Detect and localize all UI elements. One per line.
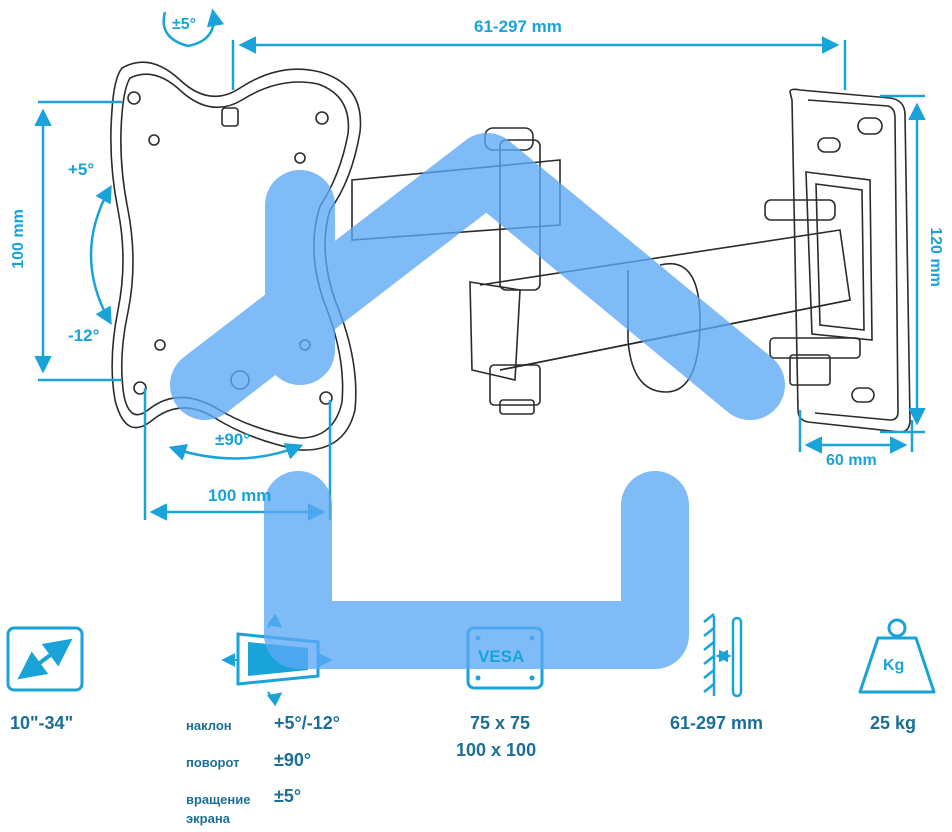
tilt-spec-label: наклон: [186, 718, 232, 733]
home-icon: [170, 133, 785, 669]
wall-distance-icon: [703, 613, 743, 698]
dimension-lines: [34, 8, 926, 521]
wall-plate-width-label: 60 mm: [826, 452, 877, 469]
weight-icon: [858, 618, 936, 694]
bottom-width-label: 100 mm: [208, 486, 272, 505]
rotation-spec-label-1: вращение: [186, 792, 251, 807]
top-width-label: 61-297 mm: [474, 17, 562, 36]
swivel-spec-label: поворот: [186, 755, 240, 770]
wall-plate: [789, 88, 911, 433]
rotation-spec-label-2: экрана: [186, 811, 230, 826]
tilt-down-label: -12°: [68, 326, 100, 345]
left-height-label: 100 mm: [10, 209, 27, 269]
tilt-up-label: +5°: [68, 160, 95, 179]
weight-badge-text: Kg: [883, 657, 905, 674]
rotation-dimension-label: ±5°: [172, 16, 197, 33]
swivel-spec-value: ±90°: [274, 750, 312, 770]
distance-value: 61-297 mm: [670, 713, 764, 733]
screen-size-value: 10"-34": [10, 713, 74, 733]
rotation-spec-value: ±5°: [274, 786, 302, 806]
tilt-spec-value: +5°/-12°: [274, 713, 340, 733]
wall-plate-height-label: 120 mm: [927, 227, 944, 287]
load-value: 25 kg: [870, 713, 917, 733]
diagonal-arrow-icon: [6, 626, 84, 692]
swivel-label: ±90°: [215, 430, 251, 449]
vesa-size-2: 100 x 100: [456, 740, 537, 760]
vesa-badge-text: VESA: [478, 647, 525, 666]
vesa-size-1: 75 x 75: [470, 713, 531, 733]
